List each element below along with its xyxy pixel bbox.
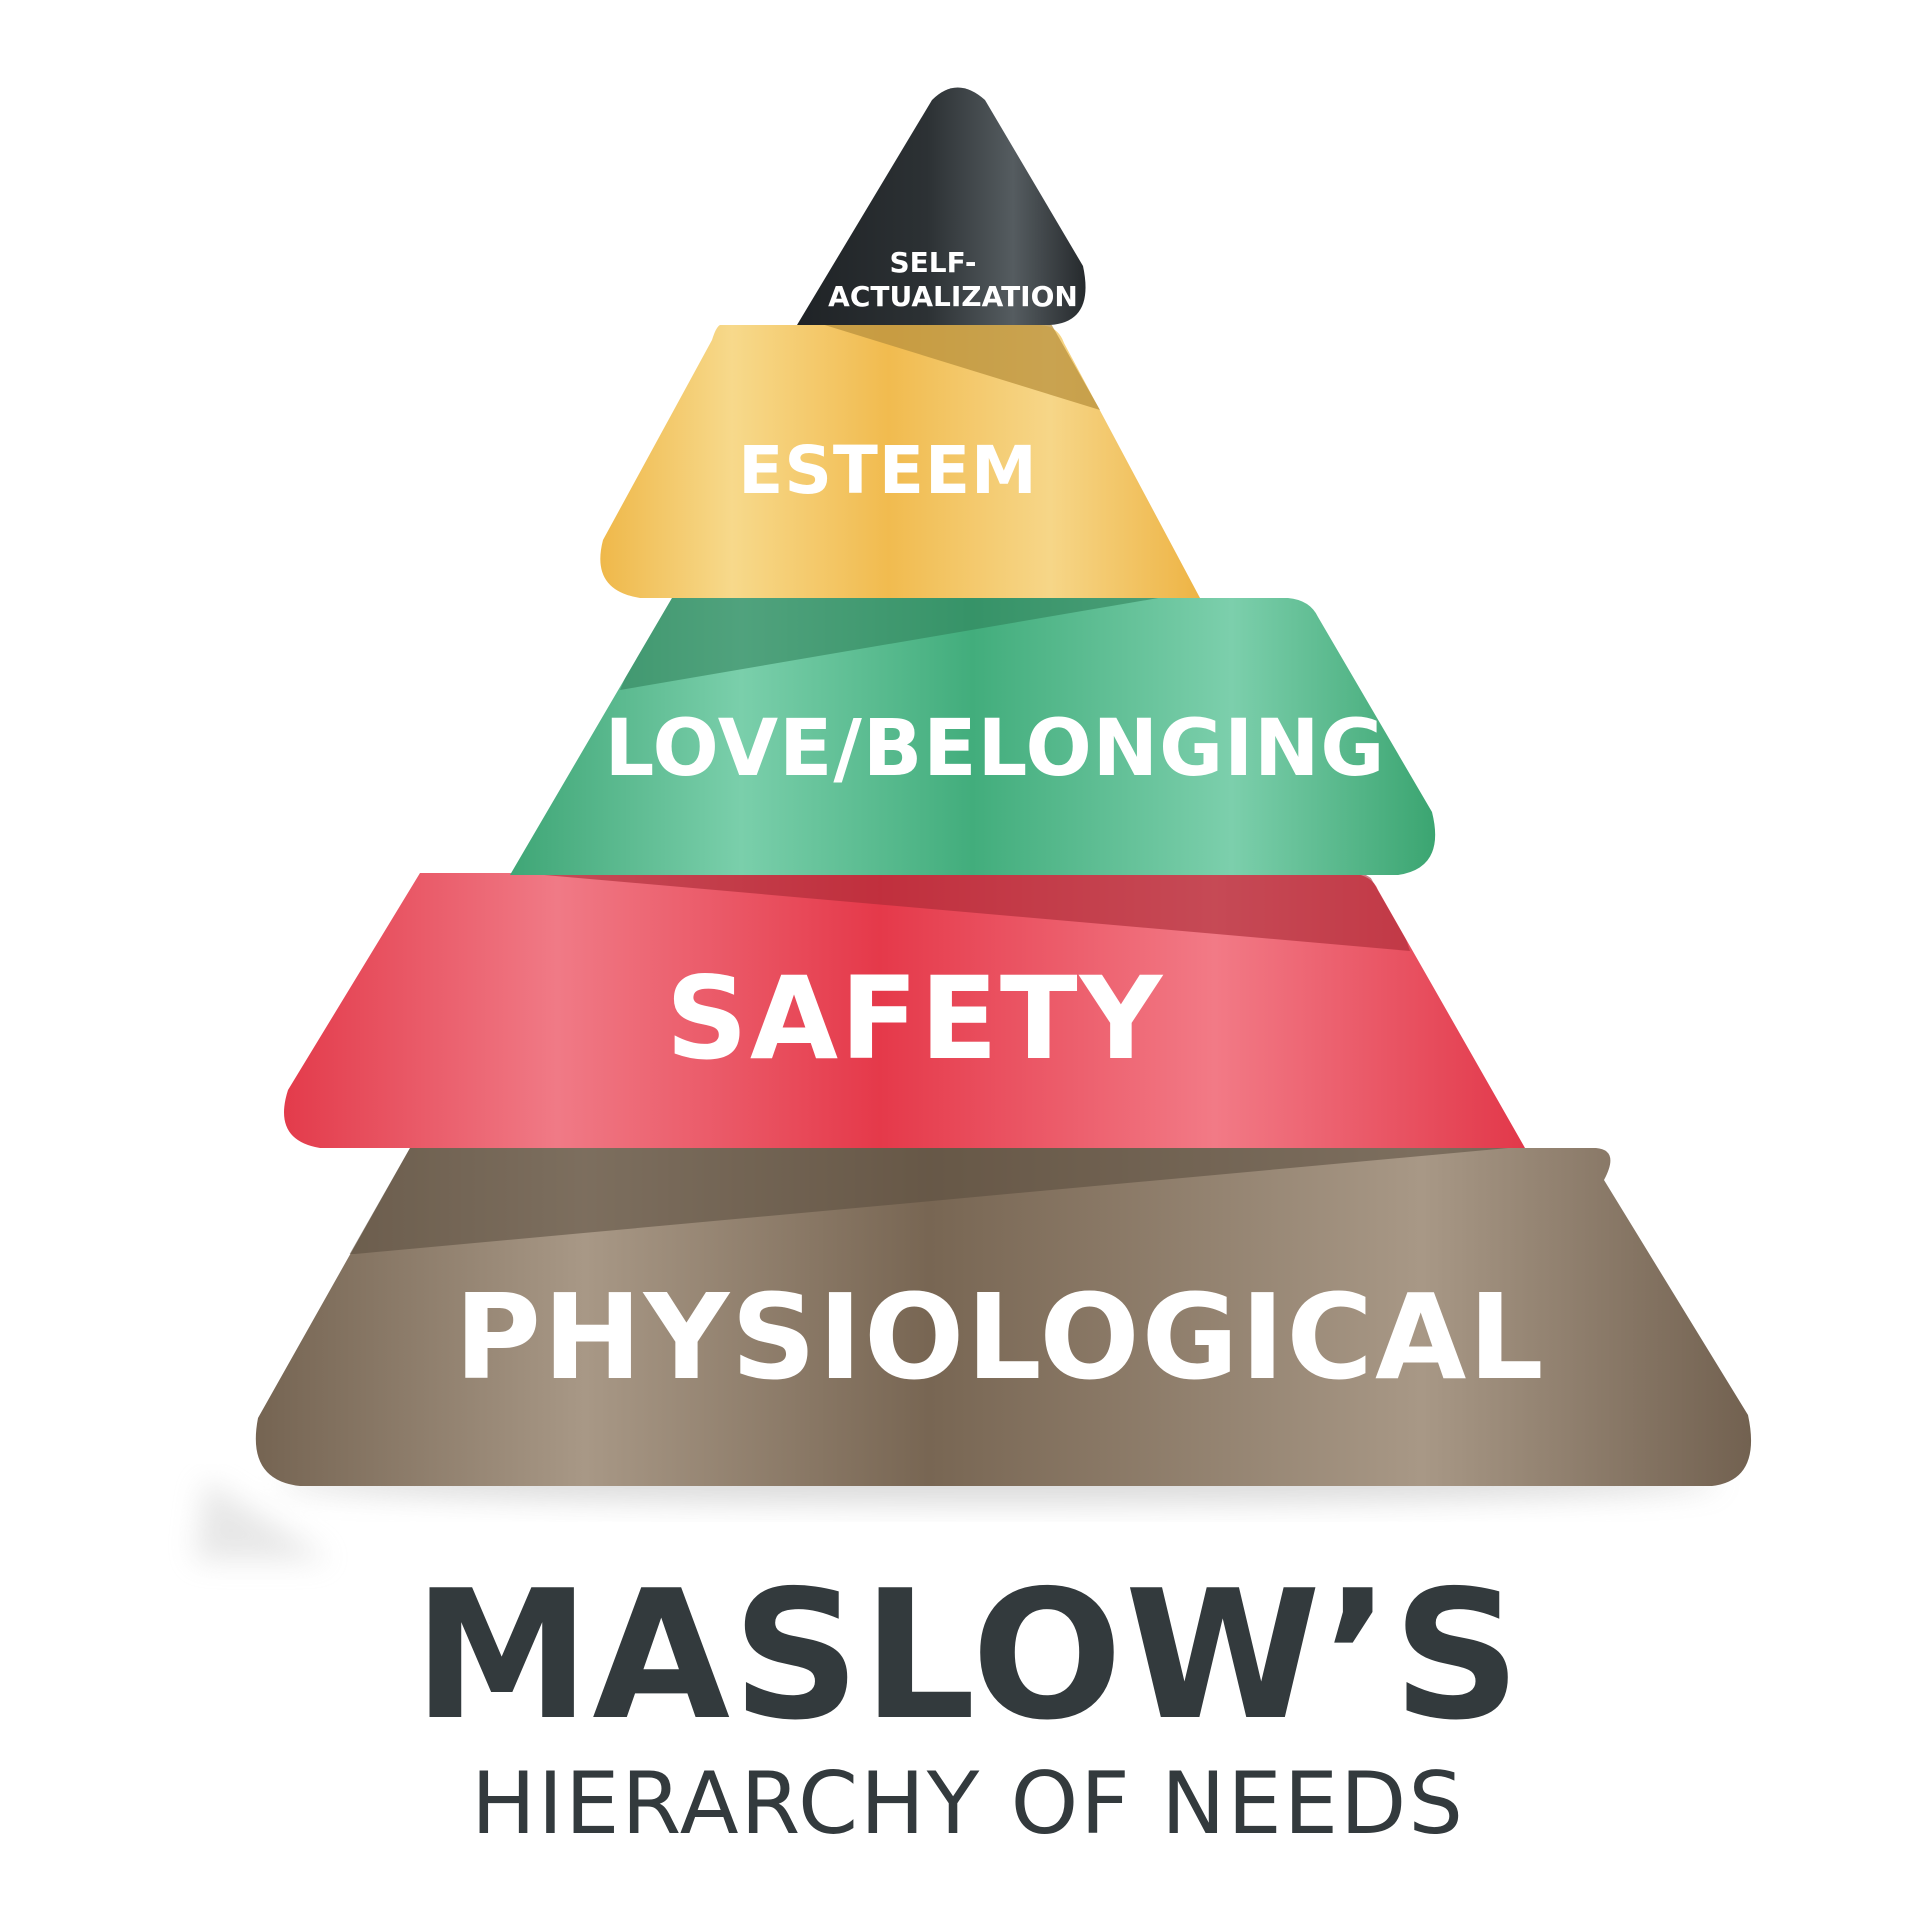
tier-love-belonging-fold <box>620 598 1170 690</box>
tier-self-actualization-shape <box>797 87 1086 325</box>
tier-physiological-fold <box>300 1148 1530 1254</box>
tier-safety-shape <box>284 873 1525 1148</box>
tier-esteem-label: ESTEEM <box>738 432 1038 509</box>
diagram-subtitle: HIERARCHY OF NEEDS <box>471 1754 1465 1854</box>
tier-self-actualization-line1: SELF- <box>889 246 976 279</box>
tier-safety: SAFETY <box>284 873 1525 1148</box>
tier-self-actualization: SELF- ACTUALIZATION <box>797 87 1086 325</box>
tier-physiological: PHYSIOLOGICAL <box>255 1148 1752 1486</box>
tier-esteem-fold <box>815 325 1100 410</box>
tier-physiological-shape <box>255 1148 1752 1486</box>
tier-safety-label: SAFETY <box>666 952 1164 1085</box>
tier-physiological-label: PHYSIOLOGICAL <box>454 1268 1545 1406</box>
tier-safety-fold <box>510 873 1410 951</box>
diagram-title: MASLOW’S <box>413 1552 1523 1759</box>
tier-self-actualization-line2: ACTUALIZATION <box>828 280 1078 313</box>
tier-love-belonging-label: LOVE/BELONGING <box>605 704 1386 794</box>
tier-love-belonging: LOVE/BELONGING <box>510 598 1436 875</box>
tier-esteem: ESTEEM <box>600 325 1200 598</box>
